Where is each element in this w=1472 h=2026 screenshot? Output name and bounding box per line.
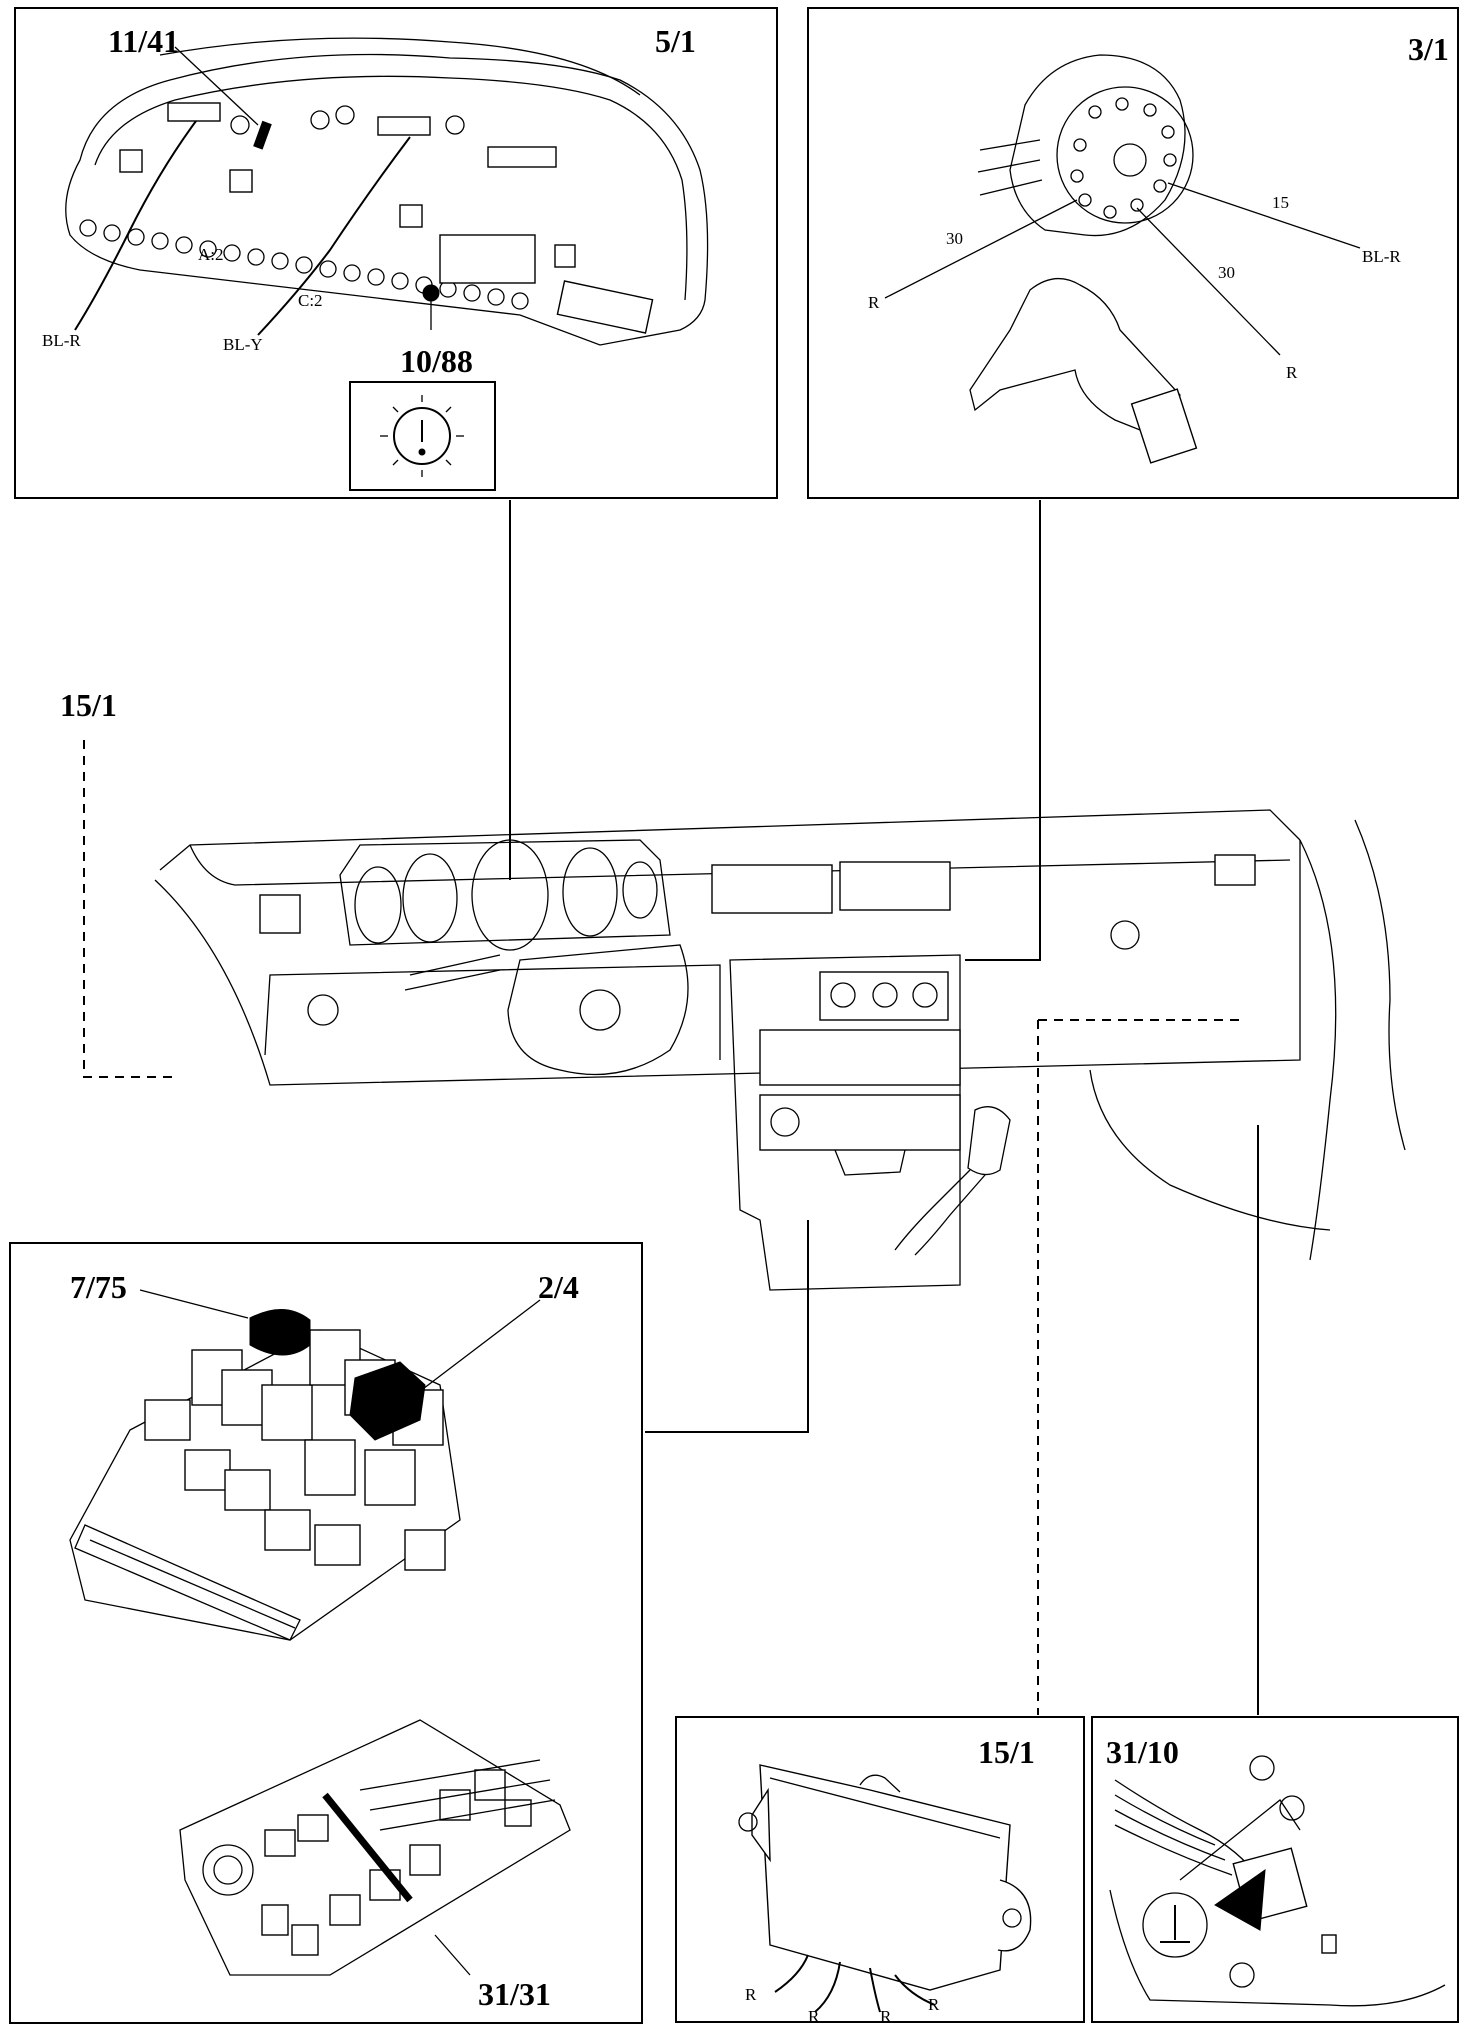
pin-30-right-label: 30 (1218, 263, 1235, 282)
panel-ground-point: 31/10 (1091, 1716, 1459, 2023)
connector-c2-label: C:2 (298, 291, 323, 310)
wire-r-right-label: R (1286, 363, 1298, 382)
wire-bl-y-label: BL-Y (223, 335, 263, 354)
panel-module-title: 15/1 (978, 1734, 1035, 1770)
fuse-31-31-marker (322, 1792, 413, 1903)
display-module (439, 234, 536, 284)
ground-symbol-icon (1142, 1892, 1208, 1958)
dash-ref-15-1: 15/1 (60, 687, 117, 723)
panel-control-module: 15/1 R R R R (675, 1716, 1085, 2026)
module-wire-3-label: R (880, 2007, 892, 2026)
panel-relay-fuse-box: 7/75 2/4 (9, 1242, 643, 2024)
warning-lamp-icon (349, 381, 496, 491)
bulb-10-88-marker (422, 284, 440, 302)
component-11-41-marker (253, 120, 272, 150)
leader-ignition (965, 500, 1041, 961)
ground-point-marker (1214, 1868, 1266, 1931)
dashboard-overview: 15/1 (60, 687, 1406, 1291)
pin-15-label: 15 (1272, 193, 1289, 212)
module-wire-2-label: R (808, 2007, 820, 2026)
pin-30-left-label: 30 (946, 229, 963, 248)
wire-bl-r-label: BL-R (42, 331, 81, 350)
module-wire-1-label: R (745, 1985, 757, 2004)
relay-label-2-4: 2/4 (538, 1269, 579, 1305)
relay-2-4-marker (349, 1361, 426, 1441)
relay-label-7-75: 7/75 (70, 1269, 127, 1305)
connector-a2-label: A:2 (198, 245, 224, 264)
relay-7-75-marker (249, 1309, 311, 1356)
relay-label-31-31: 31/31 (478, 1976, 551, 2012)
panel-ignition-switch: 3/1 15 30 30 BL-R R R (807, 7, 1459, 499)
wire-bl-r-ign-label: BL-R (1362, 247, 1401, 266)
leader-relay (645, 1220, 809, 1433)
panel-instrument-title: 5/1 (655, 23, 696, 59)
panel-instrument-cluster: 5/1 11/41 (14, 7, 778, 499)
callout-10-88: 10/88 (400, 343, 473, 379)
callout-11-41: 11/41 (108, 23, 179, 59)
panel-ground-title: 31/10 (1106, 1734, 1179, 1770)
module-wire-4-label: R (928, 1995, 940, 2014)
panel-ignition-title: 3/1 (1408, 31, 1449, 67)
wire-r-left-label: R (868, 293, 880, 312)
